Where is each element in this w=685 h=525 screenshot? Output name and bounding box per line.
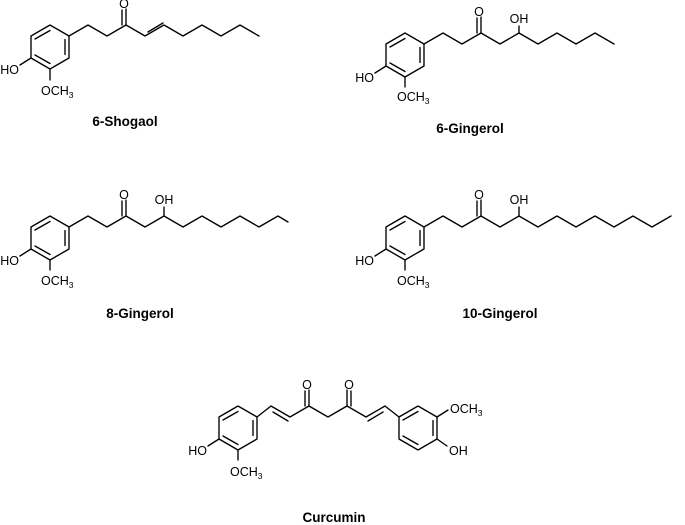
molecule-6-shogaol: O HO OCH3 6-Shogaol: [0, 0, 260, 129]
molecule-6-gingerol: O OH HO OCH3 6-Gingerol: [355, 5, 615, 136]
left-carbonyl-oxygen: O: [302, 378, 312, 392]
right-hydroxyl-bond: [436, 438, 448, 447]
hydroxyl-bond: [374, 248, 387, 257]
hydroxyl-label: HO: [0, 63, 19, 77]
carbonyl-oxygen: O: [119, 188, 129, 202]
aromatic-ring: [30, 24, 70, 70]
left-aromatic-ring: [218, 405, 258, 451]
molecule-10-gingerol: O OH HO OCH3 10-Gingerol: [355, 188, 672, 321]
hydroxyl-label: HO: [355, 71, 374, 85]
right-hydroxyl-label: OH: [449, 444, 468, 458]
aromatic-ring: [385, 32, 425, 78]
aromatic-ring: [30, 215, 70, 261]
molecule-name: 10-Gingerol: [462, 306, 537, 321]
side-hydroxyl-label: OH: [510, 12, 529, 26]
alkyl-chain: [68, 24, 260, 37]
side-hydroxyl-label: OH: [155, 193, 174, 207]
right-methoxy-label: OCH3: [450, 402, 483, 418]
right-alkene-double-bond: [367, 411, 384, 422]
molecule-name: 6-Shogaol: [92, 114, 157, 129]
alkyl-chain: [68, 215, 289, 228]
methoxy-label: OCH3: [397, 90, 430, 106]
left-hydroxyl-label: HO: [188, 444, 207, 458]
right-aromatic-ring: [398, 405, 438, 451]
hydroxyl-bond: [19, 57, 32, 66]
alkyl-chain: [423, 215, 672, 228]
molecule-name: Curcumin: [302, 510, 365, 525]
carbonyl-bond: [121, 199, 127, 217]
hydroxyl-label: HO: [355, 254, 374, 268]
heptadienedione-chain: [256, 405, 400, 418]
molecule-curcumin: O O HO OCH3 OCH3 OH Curcumin: [188, 378, 483, 525]
methoxy-label: OCH3: [41, 274, 74, 290]
carbonyl-oxygen: O: [119, 0, 129, 11]
right-carbonyl-oxygen: O: [344, 378, 354, 392]
molecule-name: 6-Gingerol: [436, 121, 504, 136]
carbonyl-bond: [476, 16, 482, 34]
methoxy-label: OCH3: [41, 84, 74, 100]
hydroxyl-bond: [374, 65, 387, 74]
hydroxyl-bond: [19, 248, 32, 257]
right-carbonyl-bond: [346, 389, 352, 407]
left-alkene-double-bond: [272, 411, 289, 422]
carbonyl-bond: [476, 199, 482, 217]
left-hydroxyl-bond: [207, 438, 220, 447]
right-methoxy-bond: [436, 409, 449, 418]
carbonyl-oxygen: O: [474, 5, 484, 19]
side-hydroxyl-label: OH: [510, 193, 529, 207]
methoxy-label: OCH3: [397, 274, 430, 290]
carbonyl-bond: [121, 8, 127, 26]
hydroxyl-label: HO: [0, 254, 19, 268]
aromatic-ring: [385, 215, 425, 261]
alkene-double-bond: [147, 22, 164, 33]
carbonyl-oxygen: O: [474, 188, 484, 202]
molecule-name: 8-Gingerol: [106, 306, 174, 321]
left-carbonyl-bond: [304, 389, 310, 407]
molecule-8-gingerol: O OH HO OCH3 8-Gingerol: [0, 188, 289, 321]
alkyl-chain: [423, 32, 615, 45]
left-methoxy-label: OCH3: [230, 465, 263, 481]
